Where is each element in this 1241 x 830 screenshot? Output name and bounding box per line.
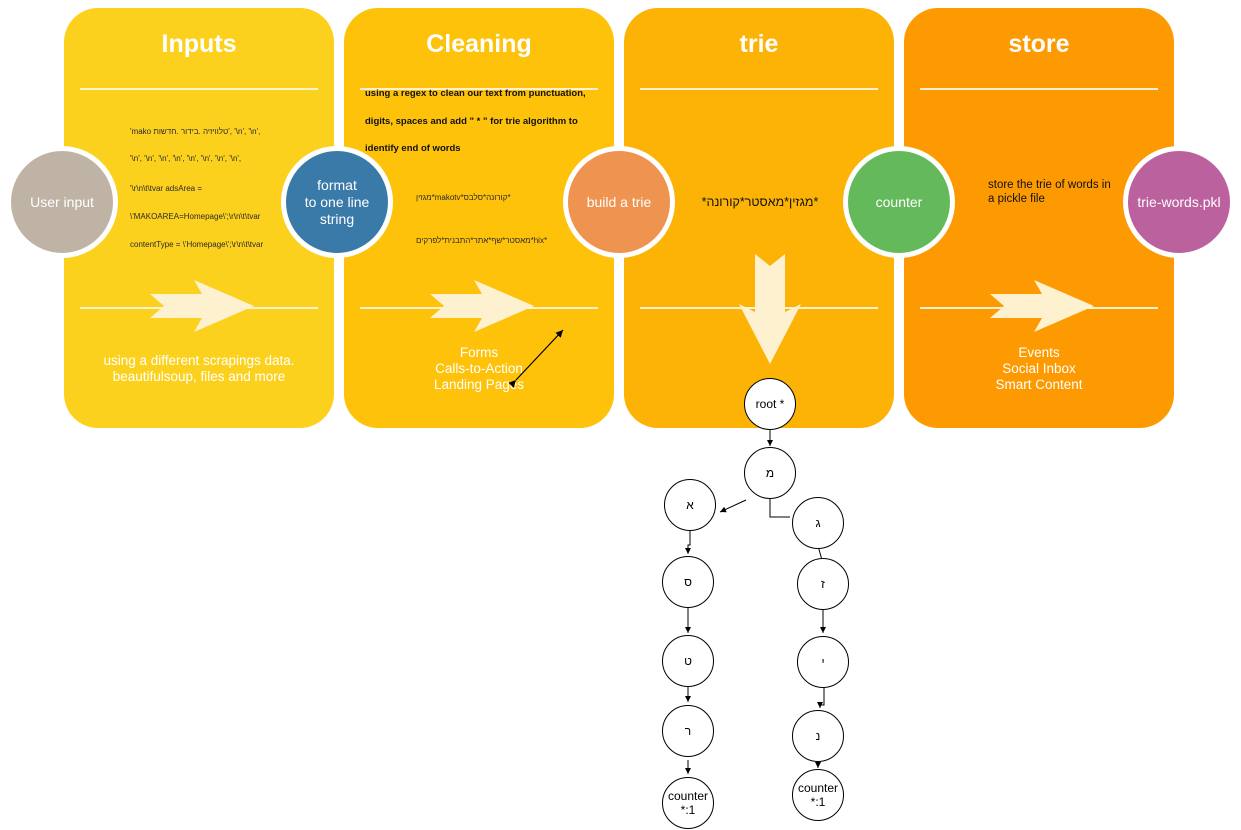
trie-counter-node: counter *:1 [792, 769, 844, 821]
inputs-sample-line: \'MAKOAREA=Homepage\';\r\n\t\tvar [130, 212, 261, 221]
trie-node: ג [792, 497, 844, 549]
format-circle: format to one line string [281, 146, 393, 258]
trie-node: ט [662, 635, 714, 687]
counter-node-label: counter [667, 789, 709, 803]
inputs-sample-line: contentType = \'Homepage\';\r\n\t\tvar [130, 240, 264, 249]
counter-node-value: *:1 [680, 803, 696, 817]
right-arrow-icon [150, 280, 254, 332]
cleaning-description-line: identify end of words [365, 143, 461, 154]
divider-top [80, 88, 318, 90]
inputs-footer-line: beautifulsoup, files and more [112, 369, 286, 384]
cleaning-sample-line: מגזין*makotv*קורונה*סלבס* [416, 193, 511, 202]
trie-node: נ [792, 710, 844, 762]
trie-node-root: root * [744, 378, 796, 430]
build-trie-circle: build a trie [563, 146, 675, 258]
cleaning-footer-line: Calls-to-Action [435, 361, 523, 376]
right-arrow-icon [430, 280, 534, 332]
inputs-title: Inputs [161, 30, 237, 58]
format-label-line2: to one line string [304, 193, 370, 227]
trie-node: א [664, 479, 716, 531]
trie-node: ס [662, 556, 714, 608]
divider-top [360, 88, 598, 90]
cleaning-sample-line: מאסטר*שף*אתר*התבנית*לפרקים*hix* [416, 236, 548, 245]
inputs-footer-line: using a different scrapings data. [103, 353, 295, 368]
store-description-line: a pickle file [988, 193, 1045, 205]
store-footer-line: Social Inbox [1002, 361, 1076, 376]
trie-node: י [797, 636, 849, 688]
right-arrow-icon [990, 280, 1094, 332]
trie-counter-node: counter *:1 [662, 777, 714, 829]
store-footer-line: Events [1018, 345, 1060, 360]
divider-top [640, 88, 878, 90]
cleaning-footer-line: Landing Pages [433, 377, 525, 392]
store-footer: Events Social Inbox Smart Content [904, 345, 1174, 393]
counter-node-label: counter [797, 781, 839, 795]
store-title: store [1008, 30, 1070, 58]
counter-node-value: *:1 [810, 795, 826, 809]
store-description-line: store the trie of words in [988, 179, 1111, 191]
counter-circle: counter [843, 146, 955, 258]
pickle-file-label: trie-words.pkl [1137, 193, 1221, 210]
cleaning-footer-line: Forms [459, 345, 499, 360]
inputs-sample-line: '\n', '\n', '\n', '\n', '\n', '\n', '\n'… [130, 154, 242, 163]
cleaning-footer: Forms Calls-to-Action Landing Pages [344, 345, 614, 393]
trie-words: *מגזין*מאסטר*קורונה* [701, 195, 819, 209]
cleaning-title: Cleaning [426, 30, 532, 58]
user-input-label: User input [30, 193, 94, 210]
trie-node: ז [797, 558, 849, 610]
format-label-line1: format [317, 176, 357, 193]
cleaning-description-line: using a regex to clean our text from pun… [365, 88, 586, 99]
user-input-circle: User input [6, 146, 118, 258]
inputs-footer: using a different scrapings data. beauti… [64, 353, 334, 385]
store-footer-line: Smart Content [995, 377, 1083, 392]
divider-top [920, 88, 1158, 90]
counter-label: counter [875, 193, 923, 210]
cleaning-description: using a regex to clean our text from pun… [365, 80, 586, 163]
inputs-sample-line: 'mako טלוויזיה .בידור .חדשות', '\n', '\n… [130, 127, 261, 136]
down-arrow-icon [739, 254, 801, 364]
cleaning-description-line: digits, spaces and add " * " for trie al… [365, 115, 578, 127]
inputs-sample-line: '\r\n\t\tvar adsArea = [130, 184, 203, 193]
trie-title: trie [739, 30, 779, 58]
pickle-file-circle: trie-words.pkl [1123, 146, 1235, 258]
store-description: store the trie of words in a pickle file [988, 178, 1111, 206]
trie-node: מ [744, 447, 796, 499]
trie-node: ר [662, 705, 714, 757]
build-trie-label: build a trie [586, 193, 652, 210]
